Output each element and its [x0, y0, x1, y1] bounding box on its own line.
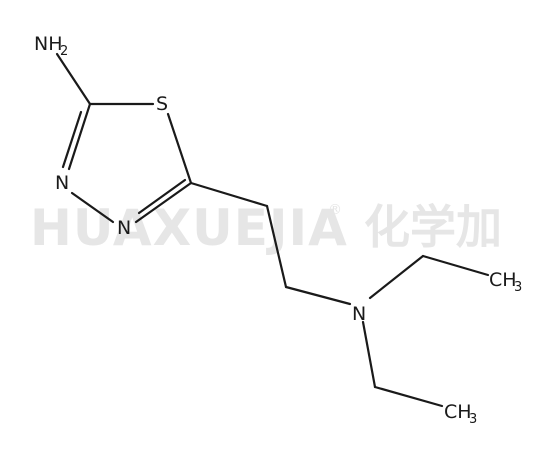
bond-ch2a-ch2b: [265, 204, 288, 289]
watermark-cjk: 化学加: [364, 200, 502, 254]
watermark: HUAXUEJIA ® 化学加: [30, 199, 502, 257]
bond-n4-c5-double: [137, 178, 187, 215]
atom-ring-n4: N: [117, 217, 131, 239]
bond-c2-n3: [67, 102, 92, 171]
atom-amine: NH: [34, 33, 63, 55]
watermark-latin: HUAXUEJIA: [30, 199, 348, 257]
atom-sulfur: S: [156, 93, 168, 115]
bond-ch2b-n: [284, 285, 352, 306]
bonds: [55, 52, 490, 408]
bond-ethyl1-ch3: [421, 254, 490, 277]
atom-amine-subscript: 2: [60, 44, 68, 59]
watermark-registered: ®: [328, 202, 342, 218]
bond-s-c5: [166, 112, 193, 185]
bond-n-ethyl2: [361, 320, 377, 389]
bond-n3-n4: [70, 191, 115, 224]
atom-amine-n: N: [352, 303, 366, 325]
bond-amine-c2: [55, 52, 92, 106]
bond-ethyl2-ch3: [373, 385, 444, 408]
atom-methyl-1: CH: [489, 269, 517, 291]
atom-methyl-2: CH: [444, 401, 472, 423]
bond-n-ethyl1: [368, 254, 425, 300]
atom-ring-n3: N: [55, 172, 69, 194]
atom-methyl-2-subscript: 3: [469, 412, 477, 427]
bond-c2-n3-double: [61, 110, 83, 169]
atom-labels: NH 2 S N N N CH 3 CH 3: [34, 33, 522, 427]
bond-c5-ch2a: [189, 181, 269, 208]
atom-methyl-1-subscript: 3: [514, 280, 522, 295]
bond-n4-c5: [134, 181, 193, 224]
